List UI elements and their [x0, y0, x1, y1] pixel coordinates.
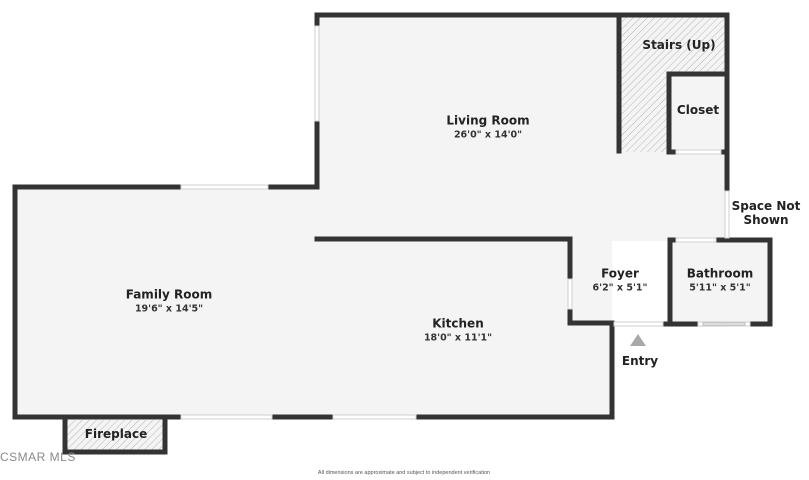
windows — [180, 25, 751, 420]
stairs-hatch — [620, 17, 725, 152]
space-not-shown-line1: Space Not — [731, 199, 801, 214]
floor-area — [15, 15, 727, 417]
room-label-closet: Closet — [676, 103, 720, 118]
entry-label: Entry — [621, 354, 659, 369]
fireplace-hatch — [66, 420, 164, 451]
room-dimensions: 5'11" x 5'1" — [689, 282, 751, 294]
room-name: Bathroom — [686, 266, 754, 281]
room-dimensions: 26'0" x 14'0" — [453, 129, 523, 141]
room-name: Kitchen — [432, 316, 484, 331]
room-name: Fireplace — [84, 427, 148, 442]
space-not-shown-line2: Shown — [743, 213, 789, 227]
disclaimer-text: All dimensions are approximate and subje… — [317, 470, 491, 476]
walls — [12, 12, 773, 455]
entry-text: Entry — [621, 354, 659, 369]
room-label-family-room: Family Room 19'6" x 14'5" — [125, 287, 213, 316]
room-label-fireplace: Fireplace — [84, 427, 148, 442]
room-name: Family Room — [125, 287, 213, 302]
room-label-living-room: Living Room 26'0" x 14'0" — [446, 113, 530, 142]
room-name: Stairs (Up) — [642, 38, 716, 53]
room-name: Foyer — [601, 266, 639, 281]
mls-watermark: CSMAR MLS — [0, 450, 76, 464]
room-dimensions: 18'0" x 11'1" — [423, 332, 493, 344]
room-dimensions: 6'2" x 5'1" — [592, 282, 648, 294]
closet-floor — [672, 76, 725, 152]
bathroom-floor — [672, 241, 769, 325]
room-label-foyer: Foyer 6'2" x 5'1" — [592, 266, 648, 295]
room-label-stairs: Stairs (Up) — [642, 38, 716, 53]
room-dimensions: 19'6" x 14'5" — [134, 303, 204, 315]
room-label-bathroom: Bathroom 5'11" x 5'1" — [686, 266, 754, 295]
entry-arrow-icon — [630, 334, 646, 346]
space-not-shown-label: Space Not Shown — [731, 199, 801, 228]
room-name: Living Room — [446, 113, 530, 128]
room-label-kitchen: Kitchen 18'0" x 11'1" — [423, 316, 493, 345]
room-name: Closet — [676, 103, 720, 118]
